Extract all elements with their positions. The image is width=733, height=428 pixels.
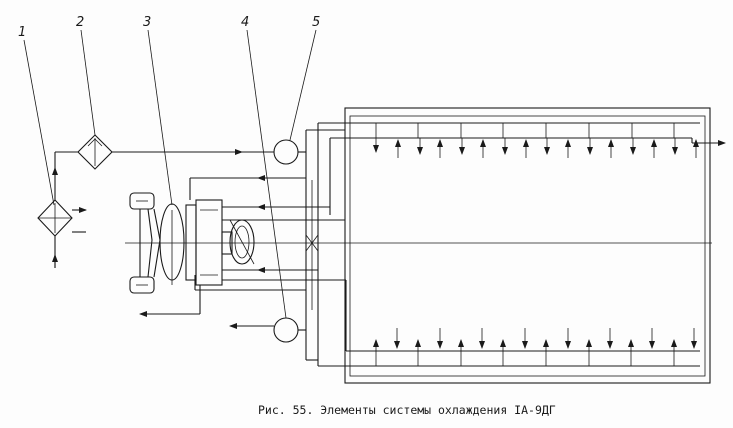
engine-pipes	[189, 175, 346, 291]
engine-block	[129, 192, 255, 294]
pump-4	[229, 317, 306, 343]
label-4: 4	[241, 15, 249, 30]
upper-manifold	[318, 122, 726, 146]
housing-inner-frame	[349, 115, 706, 377]
label-1: 1	[18, 25, 26, 40]
lower-manifold	[318, 350, 700, 367]
upper-up-arrows	[395, 139, 699, 158]
filter-2	[52, 134, 113, 200]
riser-pipes	[305, 123, 347, 366]
pipe-crossover	[305, 234, 319, 252]
lower-up-arrows	[373, 339, 677, 366]
lower-down-arrows	[394, 328, 697, 349]
pump-5	[112, 139, 306, 165]
figure-caption: Рис. 55. Элементы системы охлаждения IA-…	[258, 403, 556, 417]
label-leaders	[23, 29, 317, 319]
heat-exchanger-1	[37, 199, 87, 268]
label-3: 3	[143, 15, 151, 30]
label-5: 5	[312, 15, 320, 30]
upper-down-arrows	[373, 123, 678, 155]
lower-outlet	[139, 285, 201, 317]
housing-outer-frame	[344, 107, 711, 384]
label-2: 2	[76, 15, 84, 30]
